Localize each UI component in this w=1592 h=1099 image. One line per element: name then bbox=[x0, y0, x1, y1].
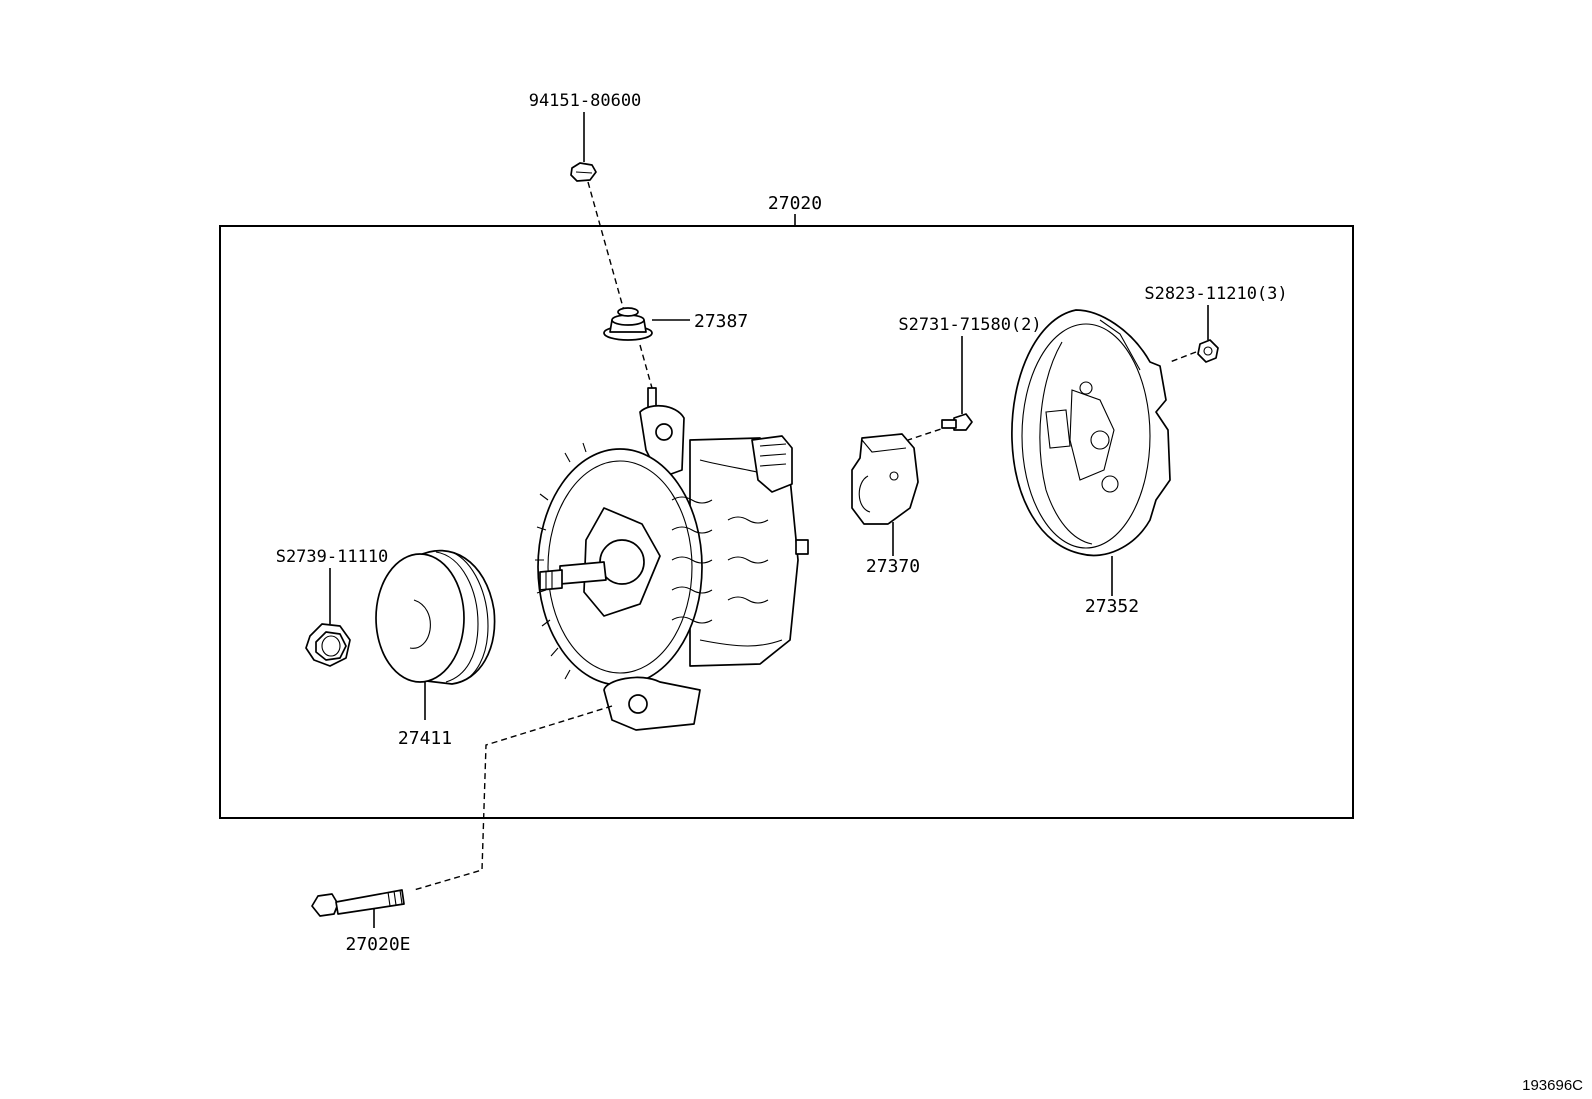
label-27020[interactable]: 27020 bbox=[768, 193, 822, 214]
screw-S2731-71580[interactable] bbox=[941, 413, 973, 431]
label-S2823-11210[interactable]: S2823-11210(3) bbox=[1144, 284, 1287, 304]
brush-holder-27370[interactable] bbox=[851, 433, 919, 525]
label-27352[interactable]: 27352 bbox=[1085, 596, 1139, 617]
dashed-line-nut-to-cover bbox=[1169, 351, 1197, 363]
pulley-nut-S2739-11110[interactable] bbox=[305, 623, 351, 667]
alternator-body[interactable] bbox=[535, 387, 809, 731]
bolt-27020E[interactable] bbox=[311, 889, 405, 917]
label-27387[interactable]: 27387 bbox=[694, 311, 748, 332]
dashed-line-screw-to-holder bbox=[907, 425, 951, 441]
label-27020E[interactable]: 27020E bbox=[345, 934, 410, 955]
assembly-boundary-box bbox=[219, 225, 1354, 819]
pulley-27411[interactable] bbox=[375, 549, 496, 685]
nut-S2823-11210[interactable] bbox=[1197, 339, 1219, 363]
diagram-reference-code: 193696C bbox=[1522, 1077, 1583, 1094]
label-27411[interactable]: 27411 bbox=[398, 728, 452, 749]
terminal-insulator-27387[interactable] bbox=[603, 307, 653, 341]
label-27370[interactable]: 27370 bbox=[866, 556, 920, 577]
label-S2739-11110[interactable]: S2739-11110 bbox=[276, 547, 389, 567]
label-S2731-71580[interactable]: S2731-71580(2) bbox=[898, 315, 1041, 335]
label-94151-80600[interactable]: 94151-80600 bbox=[529, 91, 642, 111]
dashed-line-insulator-to-terminal bbox=[639, 344, 653, 389]
dashed-line-nut-to-insulator bbox=[587, 181, 627, 319]
nut-94151-80600[interactable] bbox=[570, 162, 597, 182]
rear-cover-27352[interactable] bbox=[1011, 309, 1171, 557]
dashed-line-lug-to-bolt bbox=[413, 705, 613, 891]
